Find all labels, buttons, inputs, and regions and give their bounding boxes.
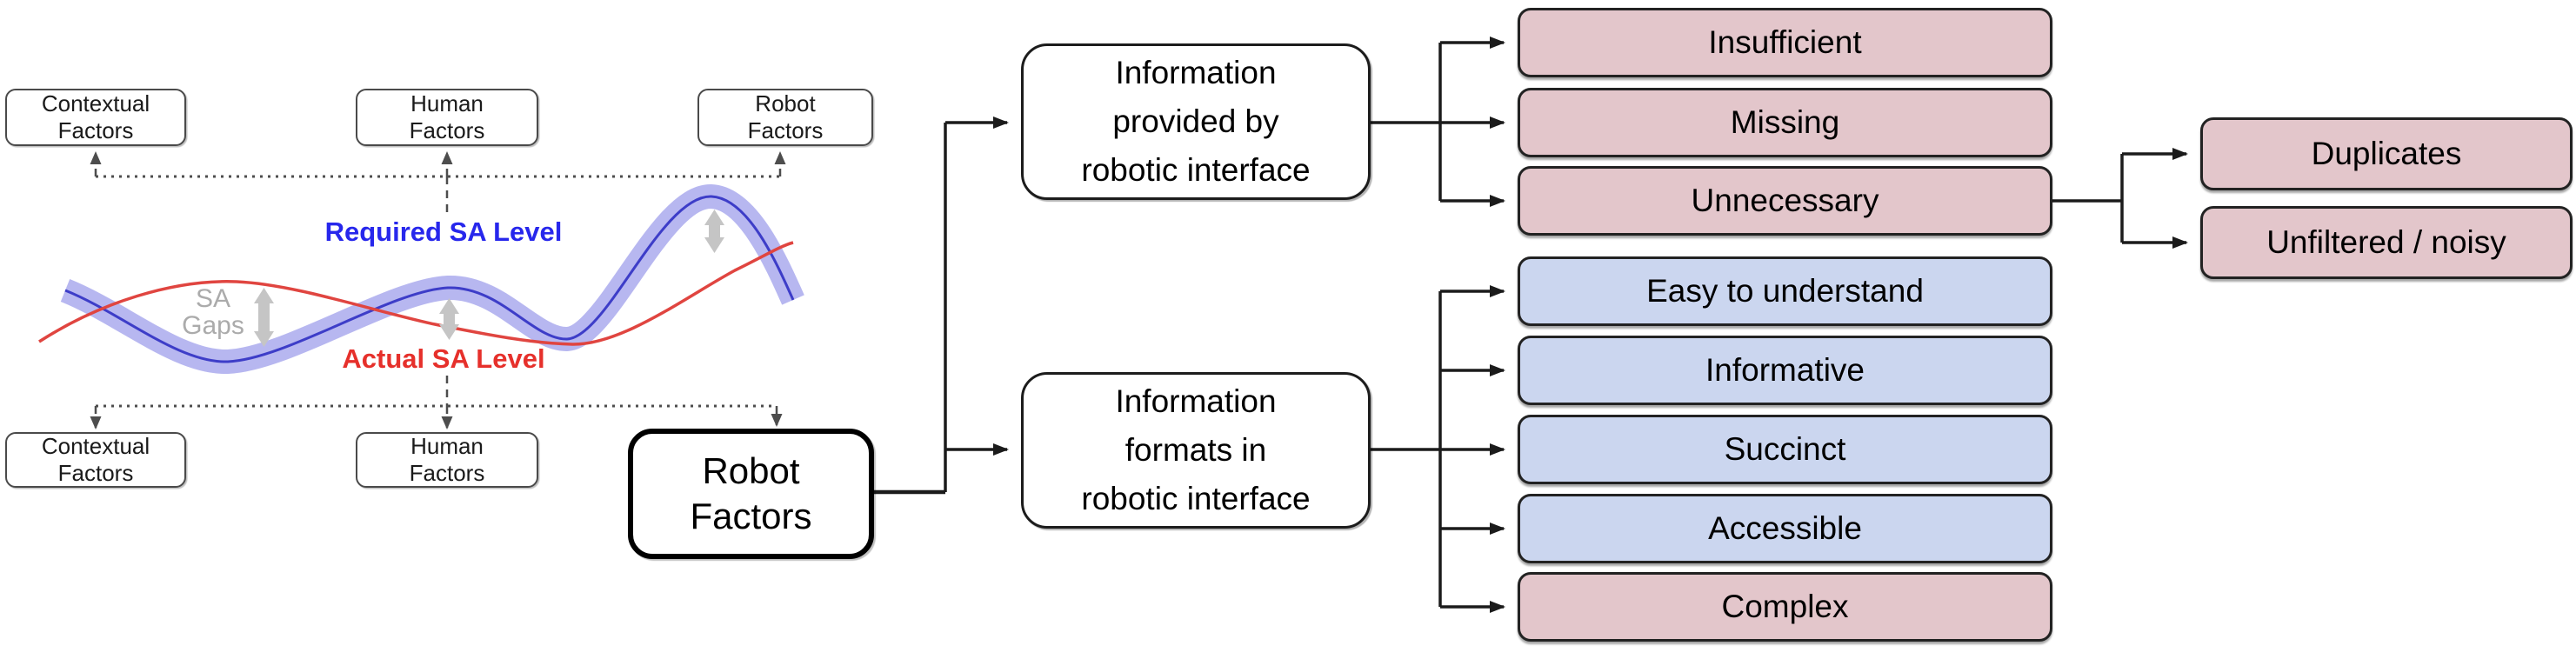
top-robot-factors-label: Robot Factors <box>747 90 824 143</box>
required-sa-band <box>60 184 804 374</box>
missing-box: Missing <box>1518 88 2052 157</box>
information-provided-box: Information provided by robotic interfac… <box>1021 43 1371 200</box>
information-formats-box: Information formats in robotic interface <box>1021 372 1371 529</box>
top-human-factors-label: Human Factors <box>409 90 485 143</box>
sa-gap-arrows <box>254 210 724 347</box>
flowchart-connectors <box>874 37 2188 613</box>
unnecessary-label: Unnecessary <box>1691 183 1879 218</box>
accessible-box: Accessible <box>1518 494 2052 563</box>
actual-sa-curve <box>38 241 794 346</box>
duplicates-label: Duplicates <box>2311 136 2462 171</box>
bottom-human-factors-label: Human Factors <box>409 433 485 486</box>
unfiltered-noisy-label: Unfiltered / noisy <box>2266 224 2506 260</box>
accessible-label: Accessible <box>1708 510 1862 546</box>
bottom-contextual-factors-label: Contextual Factors <box>41 433 150 486</box>
information-provided-label: Information provided by robotic interfac… <box>1081 55 1311 188</box>
succinct-box: Succinct <box>1518 415 2052 484</box>
insufficient-label: Insufficient <box>1708 24 1862 60</box>
insufficient-box: Insufficient <box>1518 8 2052 77</box>
robot-factors-root-label: Robot Factors <box>690 450 812 536</box>
succinct-label: Succinct <box>1724 431 1846 467</box>
information-formats-label: Information formats in robotic interface <box>1081 383 1311 516</box>
complex-label: Complex <box>1721 589 1849 624</box>
dashed-connectors-bottom <box>90 376 783 429</box>
unfiltered-noisy-box: Unfiltered / noisy <box>2200 206 2573 279</box>
required-sa-level-label: Required SA Level <box>324 216 563 247</box>
easy-to-understand-label: Easy to understand <box>1646 273 1924 309</box>
top-human-factors-box: Human Factors <box>356 89 538 146</box>
informative-label: Informative <box>1705 352 1865 388</box>
sa-gaps-label: SA Gaps <box>182 284 244 340</box>
unnecessary-box: Unnecessary <box>1518 166 2052 236</box>
dashed-connectors-top <box>90 151 786 213</box>
actual-sa-level-label: Actual SA Level <box>342 343 545 374</box>
easy-to-understand-box: Easy to understand <box>1518 256 2052 326</box>
complex-box: Complex <box>1518 572 2052 642</box>
robot-factors-root-box: Robot Factors <box>628 429 874 559</box>
top-contextual-factors-label: Contextual Factors <box>41 90 150 143</box>
bottom-contextual-factors-box: Contextual Factors <box>5 432 186 488</box>
top-contextual-factors-box: Contextual Factors <box>5 89 186 146</box>
top-robot-factors-box: Robot Factors <box>697 89 873 146</box>
informative-box: Informative <box>1518 336 2052 405</box>
bottom-human-factors-box: Human Factors <box>356 432 538 488</box>
missing-label: Missing <box>1730 104 1840 140</box>
duplicates-box: Duplicates <box>2200 117 2573 190</box>
